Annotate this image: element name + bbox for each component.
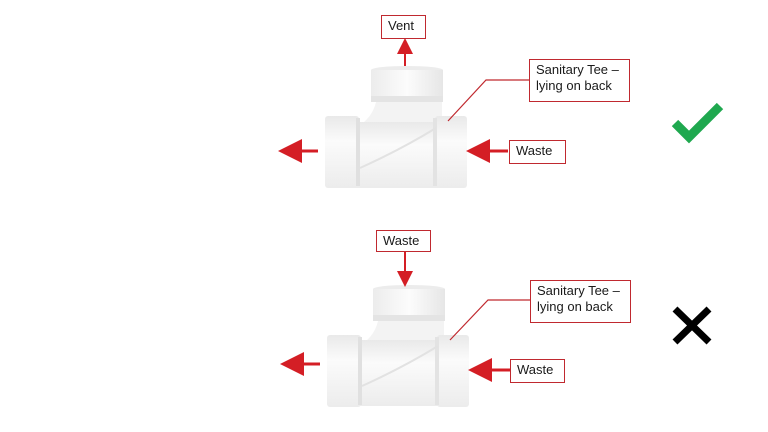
fitting-callout-label: Sanitary Tee – lying on back	[530, 280, 631, 323]
waste-top-label: Waste	[376, 230, 431, 252]
vent-label: Vent	[381, 15, 426, 39]
fitting-callout-line1: Sanitary Tee –	[536, 62, 619, 77]
callout-leader-line	[447, 79, 530, 122]
fitting-callout-line2: lying on back	[536, 78, 612, 93]
callout-leader-line	[449, 299, 532, 341]
waste-inlet-label: Waste	[509, 140, 566, 164]
waste-inlet-label: Waste	[510, 359, 565, 383]
fitting-callout-line2: lying on back	[537, 299, 613, 314]
fitting-callout-label: Sanitary Tee – lying on back	[529, 59, 630, 102]
cross-icon	[672, 306, 712, 345]
sanitary-tee-fitting-bottom	[327, 285, 469, 407]
sanitary-tee-fitting-top	[325, 66, 467, 188]
check-icon	[671, 102, 724, 144]
fitting-callout-line1: Sanitary Tee –	[537, 283, 620, 298]
